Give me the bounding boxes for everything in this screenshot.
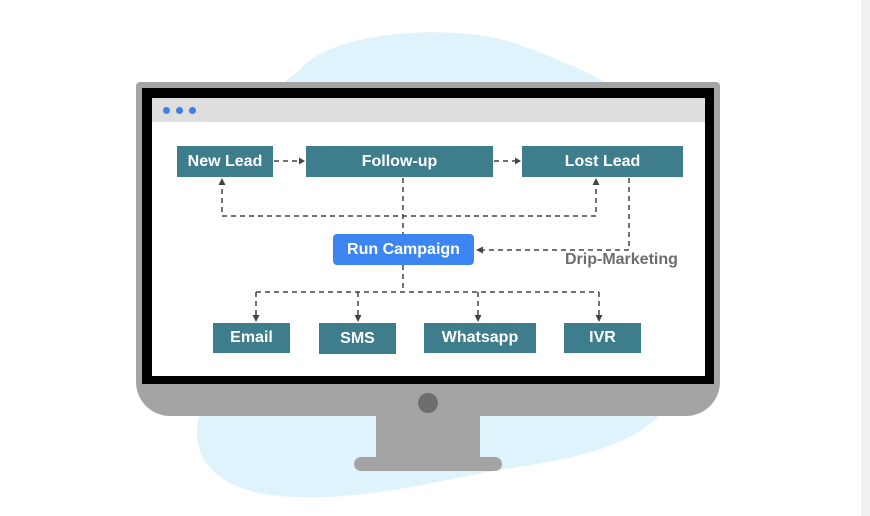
edge-label-drip-marketing: Drip-Marketing <box>565 251 678 268</box>
node-lost-lead: Lost Lead <box>522 146 683 177</box>
monitor-stand-base <box>354 457 502 471</box>
window-dot-icon <box>163 107 170 114</box>
node-run-campaign: Run Campaign <box>333 234 474 265</box>
node-new-lead: New Lead <box>177 146 273 177</box>
node-ivr: IVR <box>564 323 641 353</box>
node-follow-up: Follow-up <box>306 146 493 177</box>
monitor-stand-neck <box>376 414 480 460</box>
window-dot-icon <box>176 107 183 114</box>
node-sms: SMS <box>319 323 396 354</box>
browser-title-bar <box>152 98 705 122</box>
node-email: Email <box>213 323 290 353</box>
node-whatsapp: Whatsapp <box>424 323 536 353</box>
page-edge-panel <box>861 0 870 516</box>
window-dot-icon <box>189 107 196 114</box>
webcam-icon <box>418 393 438 413</box>
